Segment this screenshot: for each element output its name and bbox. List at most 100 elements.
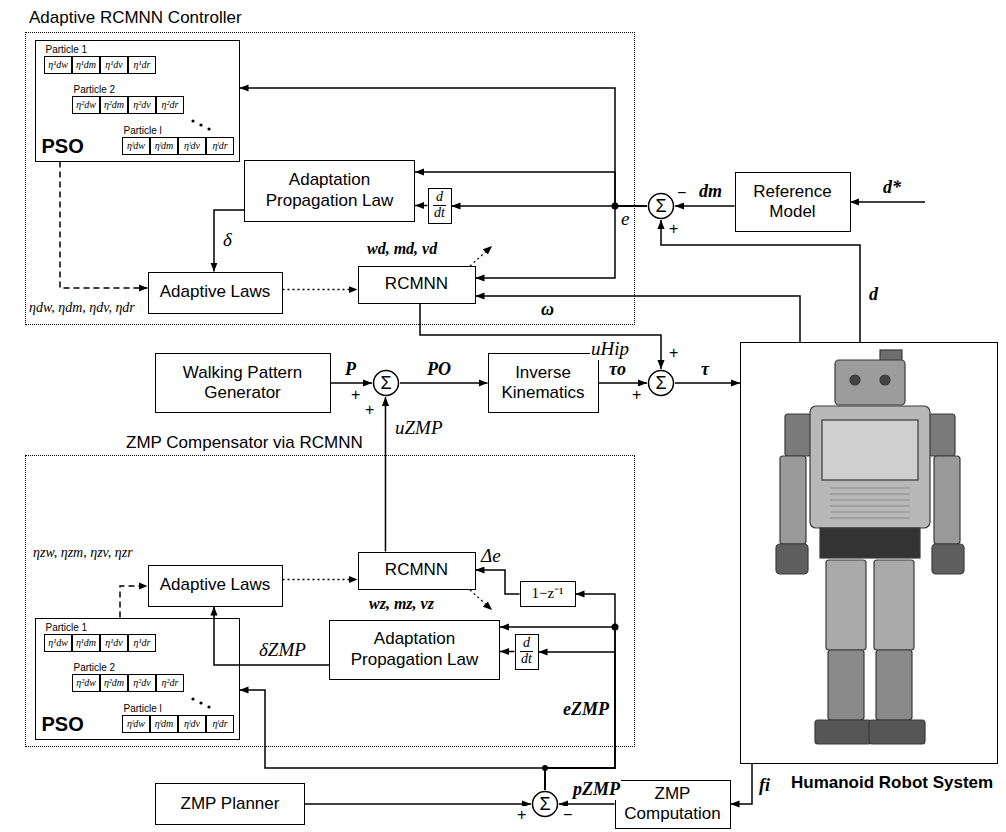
signal-label: τ (700, 360, 710, 380)
node-text: d (523, 636, 530, 651)
signal-connector (545, 594, 615, 790)
node-text: η²dr (162, 678, 179, 688)
group-heading: ZMP Compensator via RCMNN (126, 433, 363, 453)
sign-mark: + (516, 806, 527, 824)
input-arrow (850, 201, 925, 203)
node-text: d (436, 190, 443, 205)
particle-cell: η¹dw (44, 56, 72, 74)
pso-panel: Particle 1Particle 2Particle lPSOη¹dwη¹d… (35, 618, 240, 740)
particle-cell: η²dr (156, 674, 184, 692)
particle-label: Particle 1 (46, 622, 88, 633)
node-text: η¹dw (48, 638, 68, 648)
node-text: η¹dw (48, 60, 68, 70)
process-box: Adaptation Propagation Law (244, 160, 415, 222)
node-text: Inverse Kinematics (493, 363, 594, 403)
signal-connector (476, 570, 520, 594)
node-text: ηˡdv (184, 719, 200, 729)
signal-connector (661, 220, 860, 342)
sum-circle-outline (649, 194, 674, 219)
node-text: ηˡdv (184, 141, 200, 151)
node-text: η²dw (76, 100, 96, 110)
signal-label: wd, md, vd (366, 240, 438, 258)
group-frame: Adaptive RCMNN ControllerParticle 1Parti… (25, 32, 635, 325)
signal-connector (283, 289, 358, 291)
sign-mark: + (668, 220, 679, 238)
signal-connector (214, 210, 244, 272)
particle-cell: ηˡdv (178, 715, 206, 733)
node-text: Adaptive Laws (160, 575, 271, 595)
particle-cell: η¹dv (100, 634, 128, 652)
node-text: η¹dr (134, 60, 151, 70)
signal-connector (500, 651, 515, 653)
signal-connector (559, 803, 615, 805)
signal-connector (415, 205, 428, 207)
group-heading: Humanoid Robot System (791, 773, 993, 793)
sign-mark: − (676, 184, 687, 202)
node-text: Σ (539, 794, 550, 815)
node-text: η²dv (133, 678, 150, 688)
sum-circle-outline (533, 792, 558, 817)
node-text: 1−z⁻¹ (531, 585, 563, 603)
signal-label: e (620, 209, 630, 230)
particle-cell: η²dw (72, 96, 100, 114)
signal-label: τo (608, 360, 627, 380)
signal-label: δ (222, 230, 233, 251)
particle-cell: ηˡdm (150, 137, 178, 155)
sum-circle-outline (374, 371, 399, 396)
particle-label: Particle l (124, 703, 162, 714)
signal-connector (400, 382, 488, 384)
node-text: η²dm (104, 678, 124, 688)
node-text: Σ (655, 373, 666, 394)
derivative-box: ddt (428, 188, 452, 224)
node-text: η²dm (104, 100, 124, 110)
node-text: ηˡdr (212, 719, 227, 729)
process-box: ZMP Computation (615, 780, 731, 829)
signal-connector (500, 627, 615, 790)
signal-connector (120, 586, 148, 618)
weights-arrow (470, 590, 492, 610)
signal-label: eZMP (562, 700, 610, 720)
sign-mark: + (668, 344, 679, 362)
node-text: η²dr (162, 100, 179, 110)
signal-connector (476, 206, 648, 278)
particle-label: Particle 2 (74, 84, 116, 95)
node-text: η¹dv (105, 638, 122, 648)
group-frame: ZMP Compensator via RCMNNAdaptive LawsRC… (25, 455, 635, 747)
delay-box: 1−z⁻¹ (520, 581, 576, 607)
particle-cell: η²dr (156, 96, 184, 114)
particle-cell: η¹dm (72, 634, 100, 652)
signal-connector (331, 382, 373, 384)
signal-label: ηzw, ηzm, ηzv, ηzr (32, 545, 134, 560)
node-text: Adaptation Propagation Law (249, 170, 410, 210)
particle-cell: ηˡdw (122, 715, 150, 733)
process-box: ZMP Planner (155, 783, 305, 825)
signal-label: wz, mz, vz (368, 595, 435, 613)
particle-cell: ηˡdr (206, 137, 234, 155)
vent-line (830, 500, 910, 501)
summing-junction: Σ (647, 192, 675, 220)
summing-junction: Σ (647, 369, 675, 397)
particle-cell: ηˡdw (122, 137, 150, 155)
node-text: dt (520, 651, 533, 667)
node-text: η²dv (133, 100, 150, 110)
vent-line (830, 506, 910, 507)
process-box: Inverse Kinematics (488, 353, 599, 413)
signal-label: PO (426, 360, 452, 380)
particle-label: Particle 1 (46, 44, 88, 55)
signal-connector (599, 382, 648, 384)
node-text: Reference Model (740, 182, 846, 222)
junction-dots (542, 203, 619, 772)
signal-connector (240, 690, 546, 790)
weights-arrow (470, 246, 492, 266)
process-box: RCMNN (358, 266, 476, 304)
signal-label: Δe (480, 546, 502, 567)
signal-connector (214, 607, 329, 666)
signal-connector (283, 579, 358, 581)
signal-connector (385, 397, 387, 552)
signal-label: uZMP (394, 418, 444, 439)
process-box: RCMNN (358, 552, 476, 590)
particle-cell: η²dv (128, 674, 156, 692)
node-text: dt (433, 205, 446, 221)
particle-cell: η²dv (128, 96, 156, 114)
